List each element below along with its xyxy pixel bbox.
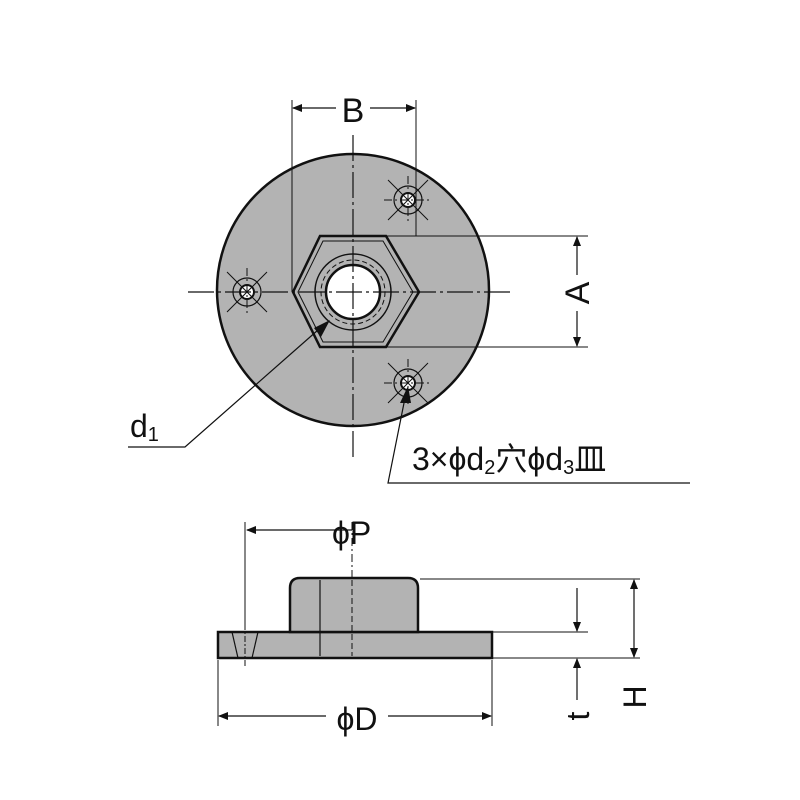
- side-view: ϕP ϕD t H: [216, 515, 653, 737]
- leader-d1: [128, 329, 319, 448]
- top-view: B A d1 3×ϕd2穴ϕd3皿: [128, 92, 690, 484]
- dim-B-label: B: [342, 92, 365, 130]
- mounting-hole-bottom: [384, 359, 432, 407]
- dim-D-label: ϕD: [336, 701, 377, 737]
- dim-A-label: A: [559, 281, 597, 304]
- label-hole-spec: 3×ϕd2穴ϕd3皿: [412, 441, 606, 479]
- side-boss: [288, 576, 420, 634]
- side-base-plate: [216, 630, 494, 660]
- hex-nut-inner-edge: [297, 240, 414, 343]
- mounting-hole-top: [384, 176, 432, 224]
- label-d1-sub: 1: [148, 424, 159, 446]
- leader-hole-spec: [387, 397, 690, 484]
- dim-P-label: ϕP: [332, 515, 371, 551]
- label-d1: d1: [130, 408, 159, 446]
- dim-t-label: t: [560, 711, 596, 720]
- dim-H-label: H: [617, 685, 653, 708]
